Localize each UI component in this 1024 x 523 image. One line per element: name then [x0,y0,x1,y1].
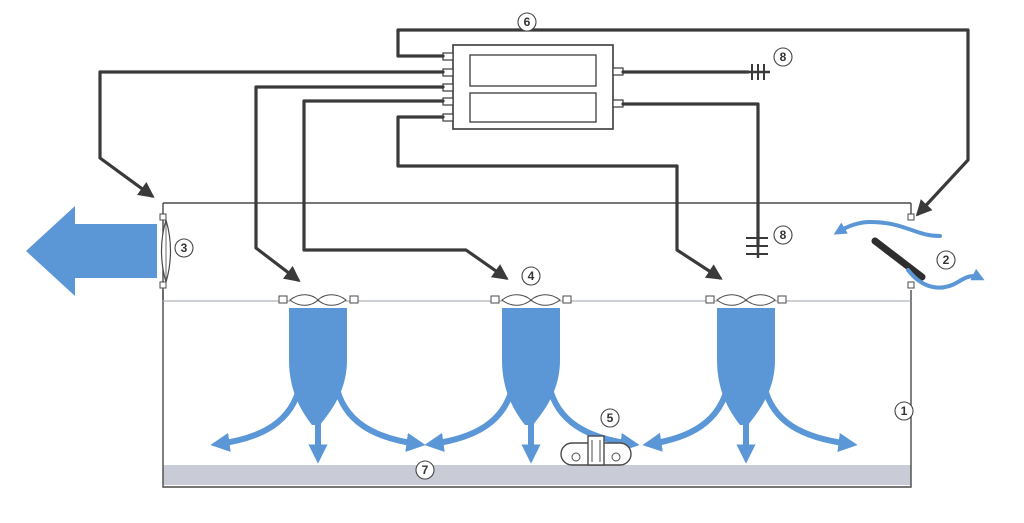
callout-exhaust-fan: 3 [174,238,194,258]
callout-inlet-number: 2 [943,253,950,267]
exhaust-air-arrow [26,206,157,296]
callout-house-number: 1 [901,404,908,418]
callout-controller-number: 6 [524,15,531,29]
callout-sensor-outside: 8 [773,47,793,67]
exhaust-fan [160,217,172,285]
temperature-sensor-inside [746,232,768,258]
heater [560,435,632,466]
controller-display-top [469,54,597,87]
callout-circulation-fans: 4 [521,266,541,286]
callout-inlet: 2 [936,250,956,270]
callout-sensor-inside: 8 [773,225,793,245]
inlet-airflow-upper [833,219,942,238]
callout-heater-number: 5 [607,411,614,425]
circulation-fan-left [278,294,359,306]
callout-circulation-fans-number: 4 [528,269,535,283]
callout-house: 1 [894,401,914,421]
controller-unit [442,44,624,130]
callout-sensor-inside-number: 8 [780,228,787,242]
callout-exhaust-fan-number: 3 [181,241,188,255]
litter-floor [163,465,911,485]
air-column-left [210,308,426,464]
inlet-flap [871,237,926,281]
temperature-sensor-outside [745,64,770,80]
callout-litter-number: 7 [422,463,429,477]
callout-litter: 7 [415,460,435,480]
callout-sensor-outside-number: 8 [780,50,787,64]
callout-controller: 6 [517,12,537,32]
control-wiring [98,28,970,282]
circulation-fan-right [705,294,787,306]
circulation-fan-middle [490,294,572,306]
callout-heater: 5 [600,408,620,428]
air-column-right [642,308,858,464]
air-column-middle [424,308,640,464]
controller-display-bottom [469,92,597,123]
inlet-airflow-lower [906,268,985,290]
